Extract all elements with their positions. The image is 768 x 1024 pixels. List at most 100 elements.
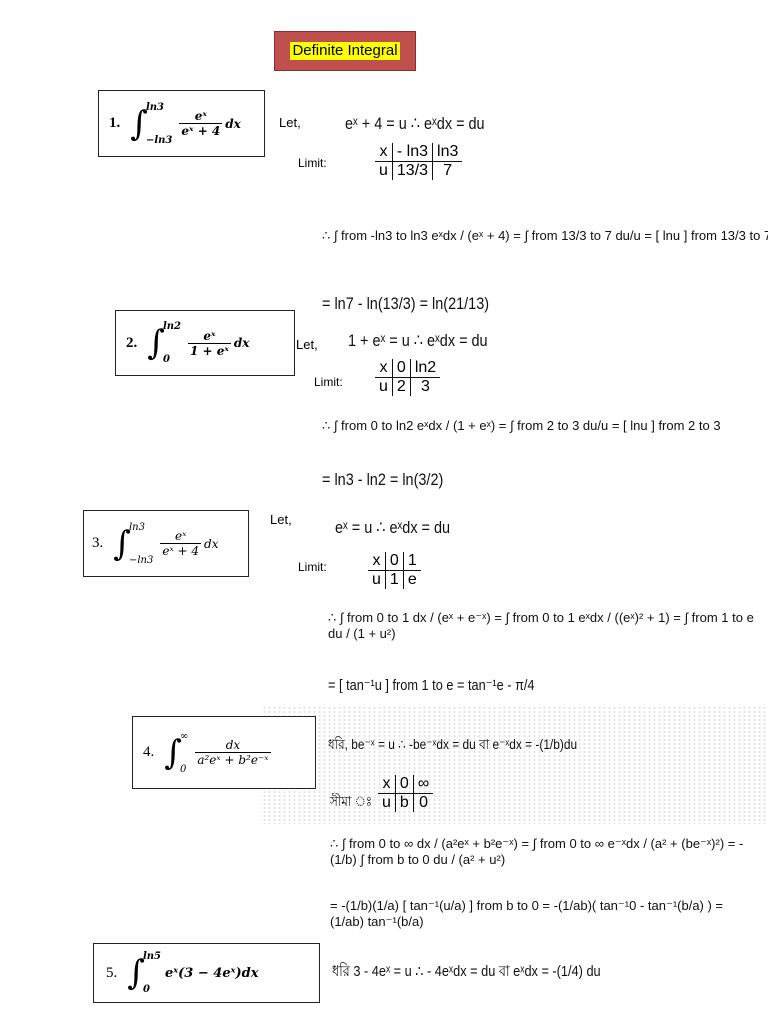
problem-1-box: 1. ∫ ln3 −ln3 eˣ eˣ + 4 dx [98,90,265,157]
limit-cell: 0 [391,359,411,378]
upper-limit: ln2 [162,321,181,332]
denominator: 1 + eˣ [188,342,231,358]
let-label: Let, [279,115,301,130]
limit-cell: u [379,378,388,395]
limit-cell: x [375,359,393,378]
lower-limit: −ln3 [145,134,173,146]
limit-cell: 0 [394,775,414,794]
problem-2-box: 2. ∫ ln2 0 eˣ 1 + eˣ dx [115,310,295,376]
let-label: Let, [270,512,292,527]
integrand-fraction: dx a²eˣ + b²e⁻ˣ [195,738,271,767]
integral-sign: ∫ [147,323,165,363]
upper-limit: ln5 [142,951,161,962]
integrand-fraction: eˣ 1 + eˣ [188,329,231,358]
integrand-fraction: eˣ eˣ + 4 [179,109,223,138]
integral-limits: ln2 0 [163,321,181,365]
scan-noise [262,706,768,824]
substitution: eˣ + 4 = u ∴ eˣdx = du [345,114,485,133]
limit-cell: 0 [412,793,434,812]
integral-expression: ∫ ln3 −ln3 eˣ eˣ + 4 dx [130,102,241,146]
lower-limit: 0 [162,354,170,365]
integral-sign: ∫ [113,523,131,564]
limit-cell: - ln3 [391,143,433,162]
problem-number: 2. [126,334,138,351]
limit-cell: x [368,552,386,571]
page-title: Definite Integral [290,42,400,60]
limit-cell: e [402,570,421,589]
limit-table: x 0 1 u 1 e [368,552,421,589]
lower-limit: 0 [179,763,187,775]
differential: dx [233,336,250,350]
substitution: ধরি, be⁻ˣ = u ∴ -be⁻ˣdx = du বা e⁻ˣdx = … [328,736,578,752]
limit-label: সীমা ঃ [330,793,373,809]
limit-cell: ln2 [409,359,441,378]
substitution: ধরি 3 - 4eˣ = u ∴ - 4eˣdx = du বা eˣdx =… [332,963,601,980]
limit-cell: 7 [432,161,463,180]
solution-step: = ln3 - ln2 = ln(3/2) [322,470,444,489]
limit-cell: ∞ [412,775,434,794]
integrand-fraction: eˣ eˣ + 4 [160,529,202,558]
limit-cell: 1 [384,570,404,589]
integral-limits: ∞ 0 [180,731,188,775]
limit-table: x 0 ln2 u 2 3 [375,359,441,396]
limit-cell: 0 [384,552,404,571]
problem-5-box: 5. ∫ ln5 0 eˣ(3 − 4eˣ)dx [93,943,320,1003]
integral-limits: ln3 −ln3 [146,102,172,146]
differential: dx [204,536,219,551]
solution-step: ∴ ∫ from -ln3 to ln3 eˣdx / (eˣ + 4) = ∫… [322,228,768,243]
problem-number: 1. [109,115,121,131]
upper-limit: ln3 [145,101,164,113]
numerator: dx [225,738,241,752]
numerator: eˣ [203,328,216,343]
limit-label: Limit: [314,375,343,389]
upper-limit: ∞ [179,730,189,742]
integral-sign: ∫ [127,953,145,993]
numerator: eˣ [175,529,187,543]
title-box: Definite Integral [274,31,416,71]
integral-expression: ∫ ∞ 0 dx a²eˣ + b²e⁻ˣ [164,731,273,775]
integral-limits: ln5 0 [143,951,161,995]
limit-cell: 13/3 [391,161,433,180]
lower-limit: 0 [142,984,150,995]
integral-expression: ∫ ln5 0 eˣ(3 − 4eˣ)dx [127,951,258,995]
substitution: eˣ = u ∴ eˣdx = du [335,518,451,537]
limit-cell: ln3 [432,143,463,162]
denominator: eˣ + 4 [160,543,202,558]
solution-step: = ln7 - ln(13/3) = ln(21/13) [322,294,490,313]
integral-sign: ∫ [130,103,148,144]
integral-expression: ∫ ln2 0 eˣ 1 + eˣ dx [147,321,249,365]
differential: dx [225,116,241,131]
limit-cell: u [382,794,391,811]
solution-step: ∴ ∫ from 0 to ∞ dx / (a²eˣ + b²e⁻ˣ) = ∫ … [330,836,744,867]
limit-label: Limit: [298,560,327,574]
solution-step: = -(1/b)(1/a) [ tan⁻¹(u/a) ] from b to 0… [330,898,724,929]
denominator: eˣ + 4 [179,123,223,138]
limit-cell: x [378,775,396,794]
problem-4-box: 4. ∫ ∞ 0 dx a²eˣ + b²e⁻ˣ [132,716,316,789]
limit-cell: u [379,162,388,179]
substitution: 1 + eˣ = u ∴ eˣdx = du [348,331,488,350]
problem-3-box: 3. ∫ ln3 −ln3 eˣ eˣ + 4 dx [83,510,249,577]
let-label: Let, [296,337,318,352]
lower-limit: −ln3 [128,554,154,566]
limit-cell: u [372,571,381,588]
solution-step: ∴ ∫ from 0 to 1 dx / (eˣ + e⁻ˣ) = ∫ from… [328,610,754,641]
denominator: a²eˣ + b²e⁻ˣ [195,752,271,767]
problem-number: 5. [106,964,118,981]
integrand: eˣ(3 − 4eˣ)dx [165,965,259,981]
solution-step: ∴ ∫ from 0 to ln2 eˣdx / (1 + eˣ) = ∫ fr… [322,418,721,433]
limit-cell: x [375,143,393,162]
limit-table: x - ln3 ln3 u 13/3 7 [375,143,463,180]
limit-cell: 2 [391,377,411,396]
problem-number: 4. [143,744,155,760]
solution-step: = [ tan⁻¹u ] from 1 to e = tan⁻¹e - π/4 [328,677,535,694]
problem-number: 3. [92,535,104,551]
integral-expression: ∫ ln3 −ln3 eˣ eˣ + 4 dx [113,522,218,566]
upper-limit: ln3 [128,521,145,533]
limit-cell: 1 [402,552,421,571]
limit-label: Limit: [298,156,327,170]
limit-cell: b [394,793,414,812]
integral-sign: ∫ [164,732,182,773]
integral-limits: ln3 −ln3 [129,522,153,566]
numerator: eˣ [194,109,207,123]
